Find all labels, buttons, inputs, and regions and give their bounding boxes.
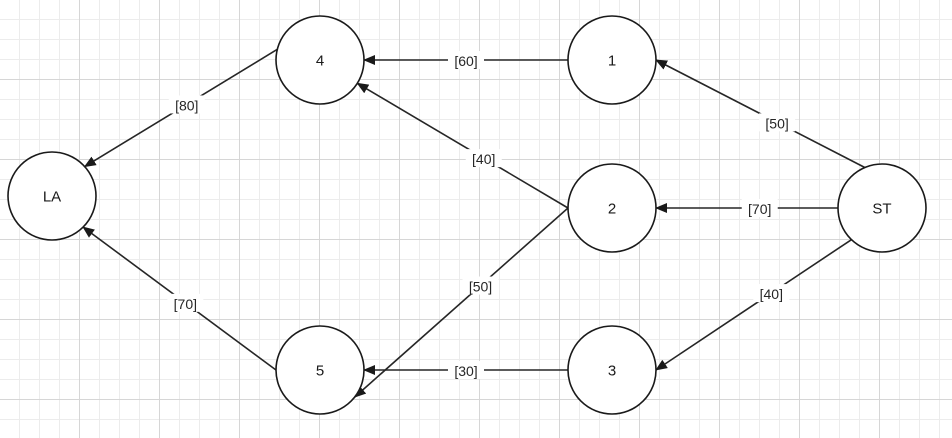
node-3: 3 [567,325,657,415]
node-label: 4 [316,53,324,70]
edge-weight-text: [50] [765,115,788,131]
edge-st-to-3 [655,238,852,371]
node-label: 1 [608,53,616,70]
edge-2-to-4 [356,82,569,209]
node-circle [567,15,657,105]
edge-label-4-to-la: [80] [168,95,205,114]
edge-weight-text: [70] [748,201,771,217]
node-label: 3 [608,363,616,380]
edge-label-st-to-2: [70] [741,199,778,217]
node-5: 5 [275,325,365,415]
edge-weight-text: [40] [760,286,783,302]
edge-weight-text: [60] [454,53,477,69]
node-4: 4 [275,15,365,105]
edge-weight-text: [70] [174,296,197,312]
node-st: ST [837,163,927,253]
edge-label-1-to-4: [60] [448,51,484,69]
edge-label-5-to-la: [70] [167,293,204,312]
node-label: 2 [608,201,616,218]
node-1: 1 [567,15,657,105]
node-circle [567,163,657,253]
edge-label-background [168,95,205,114]
edge-label-st-to-1: [50] [759,113,796,132]
node-circle [275,15,365,105]
edge-label-2-to-4: [40] [465,149,502,168]
edge-label-3-to-5: [30] [448,361,484,379]
node-circle [837,163,927,253]
edge-label-background [741,199,778,217]
edge-label-st-to-3: [40] [753,284,790,303]
edge-label-background [759,113,796,132]
node-2: 2 [567,163,657,253]
edge-label-background [465,149,502,168]
edge-label-2-to-5: [50] [462,276,499,295]
edge-weight-text: [30] [454,363,477,379]
edge-label-background [448,361,484,379]
edge-weight-text: [40] [472,151,495,167]
edge-2-to-5 [353,207,569,398]
node-circle [7,151,97,241]
edge-label-background [462,276,499,295]
nodes-layer: LA 4 5 1 2 3 ST [7,15,927,415]
node-label: LA [43,189,61,206]
node-circle [275,325,365,415]
edge-label-background [448,51,484,69]
edge-label-background [753,284,790,303]
node-label: 5 [316,363,324,380]
node-label: ST [872,201,891,218]
node-la: LA [7,151,97,241]
edge-weight-text: [50] [469,279,492,295]
edge-weight-text: [80] [175,97,198,113]
edge-label-background [167,293,204,312]
edge-labels-layer: [60] [80] [40] [50] [70] [50] [70] [40] [30] [167,51,796,379]
node-circle [567,325,657,415]
